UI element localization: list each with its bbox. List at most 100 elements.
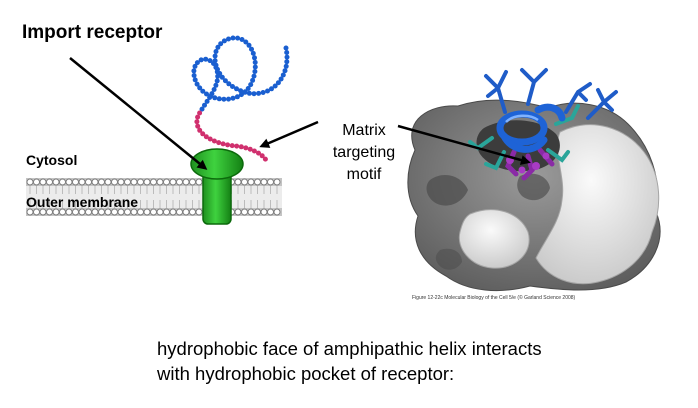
motif-line: motif [346, 166, 382, 183]
chain-bead [284, 50, 290, 55]
chain-bead [213, 82, 219, 88]
chain-bead [260, 90, 266, 95]
chain-bead [235, 35, 241, 41]
lipid-head [189, 178, 196, 186]
signal-sequence-bead [247, 146, 253, 152]
signal-sequence-bead [197, 127, 203, 133]
lipid-head [267, 208, 274, 216]
lipid-head [137, 208, 144, 216]
lipid-head [143, 178, 151, 186]
lipid-head [247, 208, 255, 216]
lipid-head [241, 178, 248, 186]
lipid-head [117, 208, 125, 216]
chain-bead [283, 63, 289, 69]
signal-sequence-bead [216, 140, 222, 146]
signal-sequence-bead [195, 114, 201, 120]
chain-bead [194, 60, 200, 66]
chain-bead [256, 90, 262, 96]
lipid-head [137, 178, 144, 186]
import-receptor-label: Import receptor [22, 22, 163, 43]
lipid-head [254, 178, 261, 186]
chain-bead [218, 41, 224, 47]
lipid-head [182, 178, 190, 186]
lipid-head [254, 208, 261, 216]
chain-bead [216, 96, 222, 102]
lipid-head [85, 208, 92, 216]
signal-sequence-bead [200, 131, 206, 137]
lipid-head [150, 178, 157, 186]
caption: hydrophobic face of amphipathic helix in… [157, 336, 542, 386]
chain-bead [198, 57, 204, 63]
receptor-head [190, 148, 244, 180]
surface-shadow [517, 173, 550, 201]
lipid-head [124, 178, 131, 186]
lipid-head [189, 208, 196, 216]
lipid-head [46, 208, 53, 216]
chain-bead [275, 80, 281, 86]
lipid-head [260, 178, 268, 186]
lipid-head [169, 178, 177, 186]
lipid-head [247, 178, 255, 186]
surface-light-patch [458, 209, 530, 269]
chain-bead [212, 53, 218, 59]
cytosol-label: Cytosol [26, 152, 78, 168]
chain-bead [251, 91, 257, 97]
pointer-arrows [69, 57, 531, 170]
chain-bead [192, 63, 198, 69]
lipid-head [39, 178, 47, 186]
helix-ribbon [496, 103, 566, 153]
lipid-head [52, 178, 60, 186]
lipid-head [33, 178, 40, 186]
chain-bead [219, 74, 225, 80]
lipid-head [46, 178, 53, 186]
chain-bead [203, 56, 209, 62]
lipid-head [234, 178, 242, 186]
lipid-head [39, 208, 47, 216]
chain-bead [202, 102, 207, 108]
lipid-head [182, 208, 190, 216]
signal-sequence-bead [194, 119, 200, 125]
chain-bead [197, 85, 203, 91]
lipid-head [78, 178, 86, 186]
lipid-head [124, 208, 131, 216]
chain-bead [207, 58, 213, 64]
lipid-head [72, 208, 79, 216]
chain-bead [200, 88, 206, 94]
chain-bead [284, 54, 290, 60]
lipid-head [234, 208, 242, 216]
lipid-head [169, 208, 177, 216]
lipid-head [26, 178, 34, 186]
lipid-head [65, 178, 73, 186]
chain-bead [248, 82, 254, 88]
chain-bead [222, 78, 228, 84]
lipid-head [104, 178, 112, 186]
chain-bead [191, 73, 197, 78]
lipid-head [176, 208, 183, 216]
chain-bead [214, 69, 220, 75]
lipid-head [195, 208, 203, 216]
motif-line: Matrix [342, 122, 386, 139]
signal-sequence-bead [197, 110, 203, 116]
caption-line: hydrophobic face of amphipathic helix in… [157, 338, 542, 359]
signal-sequence-bead [243, 145, 249, 151]
lipid-head [273, 208, 281, 216]
chain-bead [199, 106, 205, 112]
signal-sequence-bead [229, 143, 235, 149]
chain-bead [272, 83, 278, 89]
lipid-head [241, 208, 248, 216]
chain-bead [213, 64, 219, 70]
lipid-head [91, 208, 99, 216]
chain-bead [230, 84, 235, 89]
signal-sequence-bead [259, 153, 265, 159]
lipid-head [150, 208, 157, 216]
chain-bead [211, 87, 217, 92]
helix-highlight [505, 114, 539, 123]
lipid-head [52, 208, 60, 216]
lipid-head [163, 178, 170, 186]
signal-sequence-bead [211, 138, 217, 144]
lipid-head [85, 178, 92, 186]
chain-bead [209, 91, 215, 97]
chain-bead [191, 68, 197, 74]
chain-bead [234, 86, 239, 92]
motif-line: targeting [332, 144, 396, 161]
